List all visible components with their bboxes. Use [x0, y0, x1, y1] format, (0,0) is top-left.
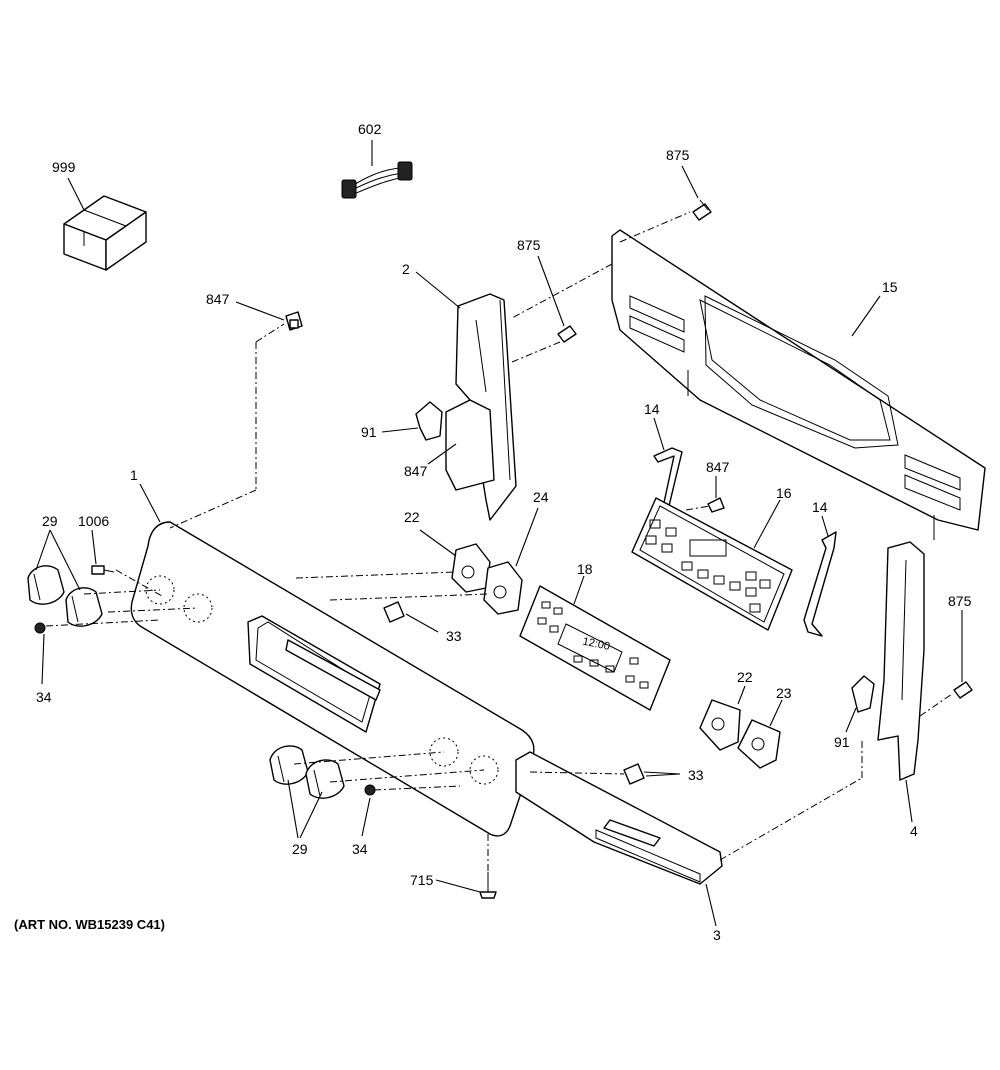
callout-14-right: 14 — [812, 499, 828, 515]
callout-847-right: 847 — [706, 459, 730, 475]
callout-29-top: 29 — [42, 513, 58, 529]
part-91-bracket-left[interactable] — [415, 401, 443, 441]
part-1-control-panel[interactable] — [130, 521, 535, 837]
part-22-infinite-switch-top[interactable] — [451, 543, 491, 593]
part-847-screw-left[interactable] — [285, 311, 303, 331]
part-29-knob-upper-2[interactable] — [65, 587, 103, 627]
callout-715: 715 — [410, 872, 434, 888]
callout-847-mid: 847 — [404, 463, 428, 479]
callout-875-top: 875 — [666, 147, 690, 163]
callout-24: 24 — [533, 489, 549, 505]
callout-1006: 1006 — [78, 513, 109, 529]
part-22-infinite-switch-bottom[interactable] — [699, 699, 741, 751]
part-875-screw-top[interactable] — [692, 199, 712, 221]
part-847-screw-right[interactable] — [707, 497, 725, 513]
part-18-touch-overlay[interactable]: 12:00 — [519, 585, 671, 711]
part-23-infinite-switch[interactable] — [737, 719, 781, 769]
callout-91-right: 91 — [834, 734, 850, 750]
part-24-infinite-switch[interactable] — [483, 561, 523, 615]
callout-14-left: 14 — [644, 401, 660, 417]
callout-labels: 999 602 875 875 847 2 15 91 847 14 847 1… — [14, 121, 972, 943]
callout-22-top: 22 — [404, 509, 420, 525]
part-34-nut-bottom[interactable] — [364, 784, 376, 796]
part-34-nut-left[interactable] — [34, 622, 46, 634]
part-875-screw-mid[interactable] — [557, 325, 577, 343]
part-602-wire-harness[interactable] — [341, 161, 413, 199]
callout-22-bottom: 22 — [737, 669, 753, 685]
part-3-lower-trim[interactable] — [515, 751, 723, 885]
callout-91-left: 91 — [361, 424, 377, 440]
callout-3: 3 — [713, 927, 721, 943]
callout-4: 4 — [910, 823, 918, 839]
callout-875-mid: 875 — [517, 237, 541, 253]
part-2-left-end-cap[interactable] — [445, 293, 517, 521]
callout-847-left: 847 — [206, 291, 230, 307]
part-16-control-board[interactable] — [631, 497, 793, 631]
callout-34-bottom: 34 — [352, 841, 368, 857]
part-29-knob-lower-1[interactable] — [269, 745, 309, 785]
callout-23: 23 — [776, 685, 792, 701]
callout-16: 16 — [776, 485, 792, 501]
part-1006-screw[interactable] — [91, 565, 115, 575]
board-buttons — [645, 519, 771, 613]
callout-1: 1 — [130, 467, 138, 483]
assembly-lines — [45, 211, 953, 872]
part-999-box[interactable] — [63, 195, 147, 271]
leader-lines — [35, 140, 963, 927]
overlay-buttons — [537, 601, 649, 689]
part-29-knob-lower-2[interactable] — [305, 759, 345, 799]
callout-875-right: 875 — [948, 593, 972, 609]
panel-dial-markings — [145, 575, 499, 785]
callout-29-bottom: 29 — [292, 841, 308, 857]
part-33-indicator-top[interactable] — [383, 601, 405, 623]
callout-34-left: 34 — [36, 689, 52, 705]
callout-18: 18 — [577, 561, 593, 577]
callout-999: 999 — [52, 159, 76, 175]
art-number: (ART NO. WB15239 C41) — [14, 917, 165, 932]
part-14-bracket-right[interactable] — [803, 531, 837, 637]
part-15-rear-panel[interactable] — [611, 229, 986, 540]
callout-2: 2 — [402, 261, 410, 277]
part-91-bracket-right[interactable] — [851, 675, 875, 713]
callout-33-top: 33 — [446, 628, 462, 644]
callout-15: 15 — [882, 279, 898, 295]
part-4-right-end-cap[interactable] — [877, 541, 925, 781]
overlay-display-time: 12:00 — [582, 636, 611, 653]
callout-33-bottom: 33 — [688, 767, 704, 783]
part-29-knob-upper-1[interactable] — [27, 565, 65, 605]
part-875-screw-right[interactable] — [953, 681, 973, 699]
part-33-indicator-bottom[interactable] — [623, 763, 645, 785]
part-715-screw[interactable] — [479, 872, 497, 899]
callout-602: 602 — [358, 121, 382, 137]
